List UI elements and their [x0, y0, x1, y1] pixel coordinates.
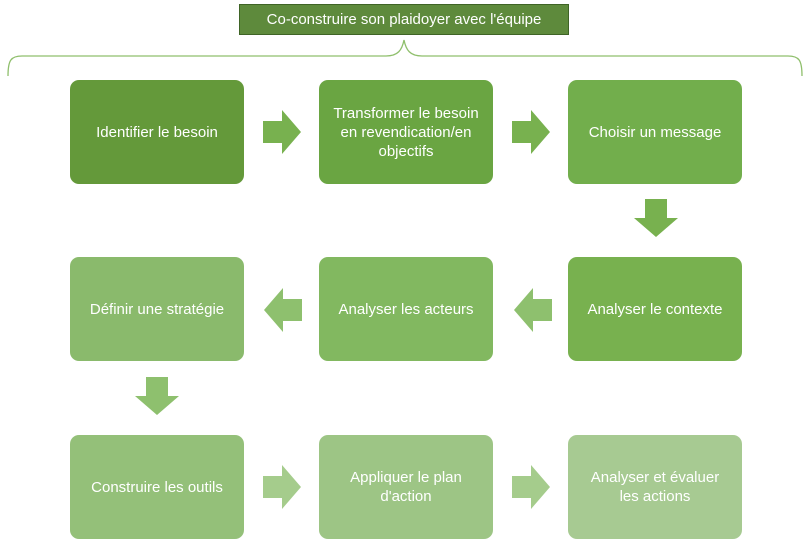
step-label: Appliquer le plan d'action: [350, 469, 462, 505]
top-bracket: [7, 39, 803, 77]
step-transformer-besoin: Transformer le besoin en revendication/e…: [319, 80, 493, 184]
arrow-right-icon: [263, 110, 301, 154]
arrow-down-icon: [135, 377, 179, 415]
step-label: Construire les outils: [91, 478, 223, 496]
step-appliquer-plan: Appliquer le plan d'action: [319, 435, 493, 539]
arrow-left-icon: [264, 288, 302, 332]
step-definir-strategie: Définir une stratégie: [70, 257, 244, 361]
step-label: Définir une stratégie: [89, 300, 225, 318]
step-label: Analyser les acteurs: [338, 300, 474, 318]
diagram-title: Co-construire son plaidoyer avec l'équip…: [239, 4, 569, 35]
step-analyser-evaluer: Analyser et évaluer les actions: [568, 435, 742, 539]
step-analyser-contexte: Analyser le contexte: [568, 257, 742, 361]
arrow-down-icon: [634, 199, 678, 237]
step-choisir-message: Choisir un message: [568, 80, 742, 184]
arrow-right-icon: [512, 465, 550, 509]
step-label: Analyser et évaluer les actions: [590, 469, 720, 505]
arrow-left-icon: [514, 288, 552, 332]
step-analyser-acteurs: Analyser les acteurs: [319, 257, 493, 361]
step-construire-outils: Construire les outils: [70, 435, 244, 539]
step-identifier-besoin: Identifier le besoin: [70, 80, 244, 184]
arrow-right-icon: [263, 465, 301, 509]
step-label: Choisir un message: [588, 123, 722, 141]
step-label: Analyser le contexte: [587, 300, 723, 318]
step-label: Identifier le besoin: [96, 123, 218, 141]
step-label: Transformer le besoin en revendication/e…: [333, 104, 479, 160]
arrow-right-icon: [512, 110, 550, 154]
